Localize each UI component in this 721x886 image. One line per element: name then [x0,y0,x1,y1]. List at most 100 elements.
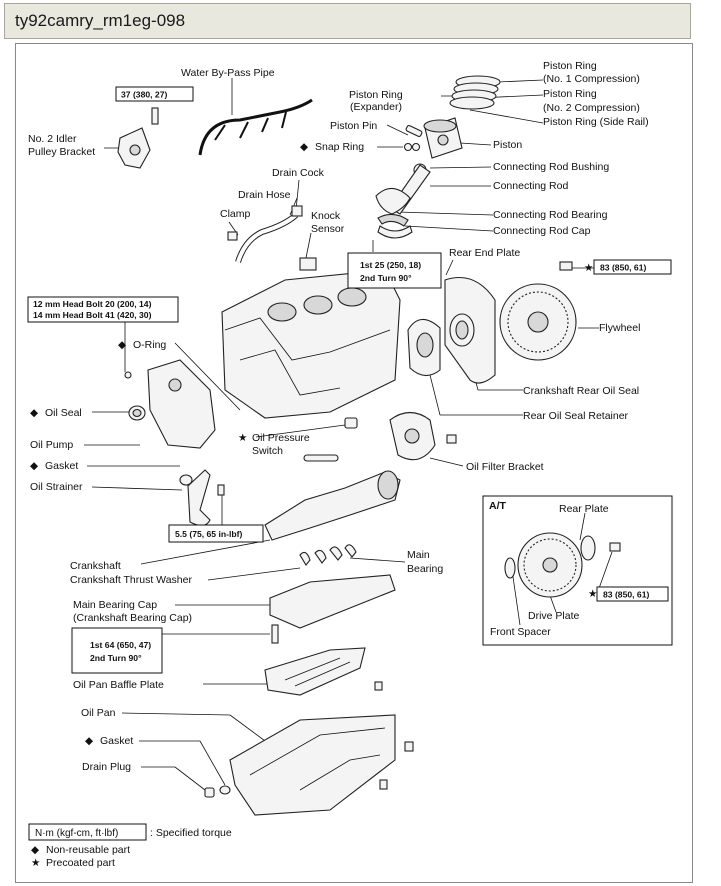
label-front-spacer: Front Spacer [490,626,551,638]
svg-text:1st 25 (250, 18): 1st 25 (250, 18) [360,260,421,270]
label-gasket-2: Gasket [100,735,133,747]
oil-filter-bracket [389,411,457,461]
torque-box-strainer: 5.5 (75, 65 in-lbf) [168,524,264,543]
label-knock-sensor-sub: Sensor [311,223,345,235]
connecting-rod [375,163,431,239]
svg-text:37 (380, 27): 37 (380, 27) [121,90,167,100]
legend: N·m (kgf-cm, ft·lbf) : Specified torque … [28,823,232,869]
oil-pressure-switch [344,417,358,429]
crankshaft-rear-oil-seal [449,313,475,347]
label-oil-pump: Oil Pump [30,439,73,451]
label-piston-ring-no1: Piston Ring [543,60,597,72]
drain-hose [227,205,317,271]
label-baffle-plate: Oil Pan Baffle Plate [73,679,164,691]
label-knock-sensor: Knock [311,210,341,222]
label-piston-ring-expander-sub: (Expander) [350,101,402,113]
label-main-bearing-sub: Bearing [407,563,443,575]
piston-pin [405,125,423,137]
label-main-bearing-cap: Main Bearing Cap [73,599,157,611]
label-oil-seal: Oil Seal [45,407,82,419]
label-rear-plate: Rear Plate [559,503,609,515]
svg-text:5.5 (75, 65 in-lbf): 5.5 (75, 65 in-lbf) [175,529,242,539]
label-drive-plate: Drive Plate [528,610,580,622]
legend-precoated: Precoated part [46,857,115,869]
label-oil-filter-bracket: Oil Filter Bracket [466,461,544,473]
diamond-oil-seal: ◆ [30,407,39,419]
svg-text:14 mm Head Bolt 41 (420, 30): 14 mm Head Bolt 41 (420, 30) [33,310,152,320]
diamond-gasket-1: ◆ [30,460,39,472]
label-piston-ring-side-rail: Piston Ring (Side Rail) [543,116,649,128]
label-water-bypass-pipe: Water By-Pass Pipe [181,67,275,79]
label-main-bearing: Main [407,549,430,561]
oil-seal [128,405,146,421]
label-conrod: Connecting Rod [493,180,568,192]
diamond-snap-ring: ◆ [300,141,309,153]
piston-rings [449,75,501,110]
crankshaft [264,454,401,541]
part-labels: Water By-Pass Pipe Piston Ring (No. 1 Co… [28,60,649,773]
legend-star-icon: ★ [31,857,41,869]
svg-text:2nd Turn 90°: 2nd Turn 90° [90,653,142,663]
torque-box-main-cap: 1st 64 (650, 47) 2nd Turn 90° [71,627,163,674]
label-conrod-cap: Connecting Rod Cap [493,225,591,237]
label-drain-hose: Drain Hose [238,189,291,201]
label-oil-pressure-switch-sub: Switch [252,445,283,457]
torque-box-head-bolts: 12 mm Head Bolt 20 (200, 14) 14 mm Head … [27,296,179,323]
star-oil-pressure: ★ [238,432,248,444]
label-piston-ring-no2: Piston Ring [543,88,597,100]
label-idler-bracket: No. 2 Idler [28,133,77,145]
label-snap-ring: Snap Ring [315,141,364,153]
star-flywheel-bolt: ★ [584,262,594,274]
label-rear-seal-retainer: Rear Oil Seal Retainer [523,410,629,422]
svg-text:2nd Turn 90°: 2nd Turn 90° [360,273,412,283]
label-piston-ring-expander: Piston Ring [349,89,403,101]
label-oil-strainer: Oil Strainer [30,481,83,493]
label-oil-pan: Oil Pan [81,707,116,719]
window-title: ty92camry_rm1eg-098 [15,11,186,30]
at-drive-plate-group [482,495,673,646]
snap-ring [403,142,421,152]
label-rear-end-plate: Rear End Plate [449,247,520,259]
torque-box-driveplate: 83 (850, 61) [596,586,669,602]
svg-text:12 mm Head Bolt 20 (200, 14): 12 mm Head Bolt 20 (200, 14) [33,299,152,309]
label-gasket-1: Gasket [45,460,78,472]
label-main-bearing-cap-sub: (Crankshaft Bearing Cap) [73,612,192,624]
star-drive-plate-bolt: ★ [588,588,598,600]
label-crank-rear-seal: Crankshaft Rear Oil Seal [523,385,639,397]
cylinder-block [221,269,401,419]
label-oil-pressure-switch: Oil Pressure [252,432,310,444]
idler-pulley-bracket [117,127,151,169]
label-conrod-bearing: Connecting Rod Bearing [493,209,608,221]
label-piston: Piston [493,139,522,151]
label-idler-bracket-sub: Pulley Bracket [28,146,95,158]
drain-plug [204,785,231,798]
oil-pump [124,359,216,449]
flywheel [499,261,577,361]
label-drain-cock: Drain Cock [272,167,325,179]
legend-diamond-icon: ◆ [31,844,40,856]
legend-torque-units: N·m (kgf-cm, ft·lbf) [35,828,118,839]
legend-torque-desc: : Specified torque [150,827,232,839]
torque-box-flywheel: 83 (850, 61) [593,259,672,275]
main-bearing-cap [269,574,396,644]
label-piston-ring-no1-sub: (No. 1 Compression) [543,73,640,85]
label-conrod-bushing: Connecting Rod Bushing [493,161,609,173]
oil-strainer [179,469,225,527]
label-crankshaft: Crankshaft [70,560,121,572]
label-clamp: Clamp [220,208,251,220]
label-oring: O-Ring [133,339,166,351]
label-piston-pin: Piston Pin [330,120,377,132]
label-thrust-washer: Crankshaft Thrust Washer [70,574,192,586]
torque-box-conrod: 1st 25 (250, 18) 2nd Turn 90° [347,252,442,289]
piston [423,117,463,159]
thrust-washers [299,544,357,566]
svg-text:83 (850, 61): 83 (850, 61) [603,590,649,600]
svg-text:83 (850, 61): 83 (850, 61) [600,263,646,273]
rear-oil-seal-retainer [407,318,441,377]
label-piston-ring-no2-sub: (No. 2 Compression) [543,102,640,114]
oil-pan [229,714,414,816]
torque-box-bypass: 37 (380, 27) [115,86,194,102]
label-flywheel: Flywheel [599,322,640,334]
legend-nonreusable: Non-reusable part [46,844,130,856]
